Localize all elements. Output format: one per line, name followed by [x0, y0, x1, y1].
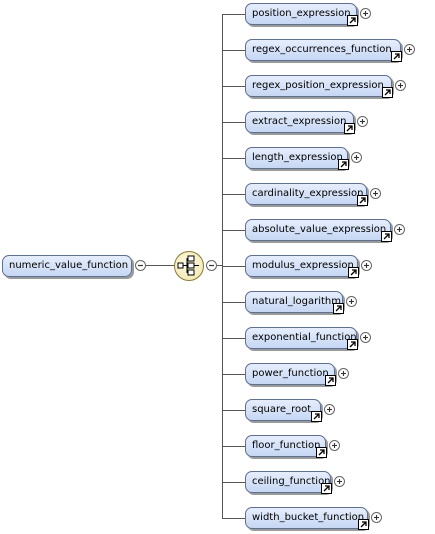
child-element-node[interactable]: ceiling_function	[245, 471, 332, 494]
expand-child-icon[interactable]	[404, 44, 415, 55]
expand-child-icon[interactable]	[395, 80, 406, 91]
choice-compositor[interactable]	[174, 251, 204, 281]
child-element-label: cardinality_expression	[252, 188, 364, 199]
child-element-label: square_root	[252, 404, 312, 415]
reference-arrow-icon	[381, 231, 392, 242]
collapse-choice-icon[interactable]	[206, 260, 217, 271]
choice-compositor-icon	[177, 255, 199, 276]
expand-child-icon[interactable]	[361, 260, 372, 271]
child-element-label: regex_position_expression	[252, 80, 384, 91]
expand-child-icon[interactable]	[370, 188, 381, 199]
child-element-node[interactable]: absolute_value_expression	[245, 219, 392, 242]
reference-arrow-icon	[358, 519, 369, 530]
reference-arrow-icon	[347, 15, 358, 26]
root-element-label: numeric_value_function	[9, 260, 129, 271]
expand-child-icon[interactable]	[371, 512, 382, 523]
child-element-label: absolute_value_expression	[252, 224, 387, 235]
child-element-node[interactable]: extract_expression	[245, 111, 355, 134]
reference-arrow-icon	[316, 447, 327, 458]
child-element-label: length_expression	[252, 152, 343, 163]
expand-child-icon[interactable]	[360, 8, 371, 19]
reference-arrow-icon	[382, 87, 393, 98]
expand-child-icon[interactable]	[324, 404, 335, 415]
expand-child-icon[interactable]	[346, 296, 357, 307]
expand-child-icon[interactable]	[394, 224, 405, 235]
child-element-node[interactable]: regex_position_expression	[245, 75, 393, 98]
child-element-node[interactable]: position_expression	[245, 3, 358, 26]
collapse-root-icon[interactable]	[135, 260, 146, 271]
child-element-node[interactable]: cardinality_expression	[245, 183, 368, 206]
expand-child-icon[interactable]	[334, 476, 345, 487]
child-element-node[interactable]: modulus_expression	[245, 255, 359, 278]
reference-arrow-icon	[344, 123, 355, 134]
expand-child-icon[interactable]	[338, 368, 349, 379]
expand-child-icon[interactable]	[351, 152, 362, 163]
root-element-node[interactable]: numeric_value_function	[2, 255, 132, 277]
child-element-label: width_bucket_function	[252, 512, 365, 523]
child-element-node[interactable]: regex_occurrences_function	[245, 39, 402, 62]
child-element-node[interactable]: width_bucket_function	[245, 507, 369, 530]
child-element-label: floor_function	[252, 440, 321, 451]
child-element-label: modulus_expression	[252, 260, 354, 271]
child-element-node[interactable]: power_function	[245, 363, 336, 386]
child-element-label: position_expression	[252, 8, 351, 19]
child-element-node[interactable]: length_expression	[245, 147, 349, 170]
reference-arrow-icon	[325, 375, 336, 386]
reference-arrow-icon	[347, 339, 358, 350]
expand-child-icon[interactable]	[360, 332, 371, 343]
child-element-label: extract_expression	[252, 116, 347, 127]
child-element-node[interactable]: floor_function	[245, 435, 327, 458]
child-element-label: regex_occurrences_function	[252, 44, 392, 55]
reference-arrow-icon	[338, 159, 349, 170]
reference-arrow-icon	[333, 303, 344, 314]
child-element-label: ceiling_function	[252, 476, 331, 487]
child-element-node[interactable]: exponential_function	[245, 327, 358, 350]
expand-child-icon[interactable]	[329, 440, 340, 451]
reference-arrow-icon	[357, 195, 368, 206]
reference-arrow-icon	[391, 51, 402, 62]
child-element-label: power_function	[252, 368, 329, 379]
reference-arrow-icon	[348, 267, 359, 278]
child-element-label: natural_logarithm	[252, 296, 342, 307]
expand-child-icon[interactable]	[357, 116, 368, 127]
reference-arrow-icon	[321, 483, 332, 494]
child-element-node[interactable]: square_root	[245, 399, 322, 422]
child-element-node[interactable]: natural_logarithm	[245, 291, 344, 314]
child-element-label: exponential_function	[252, 332, 357, 343]
reference-arrow-icon	[311, 411, 322, 422]
